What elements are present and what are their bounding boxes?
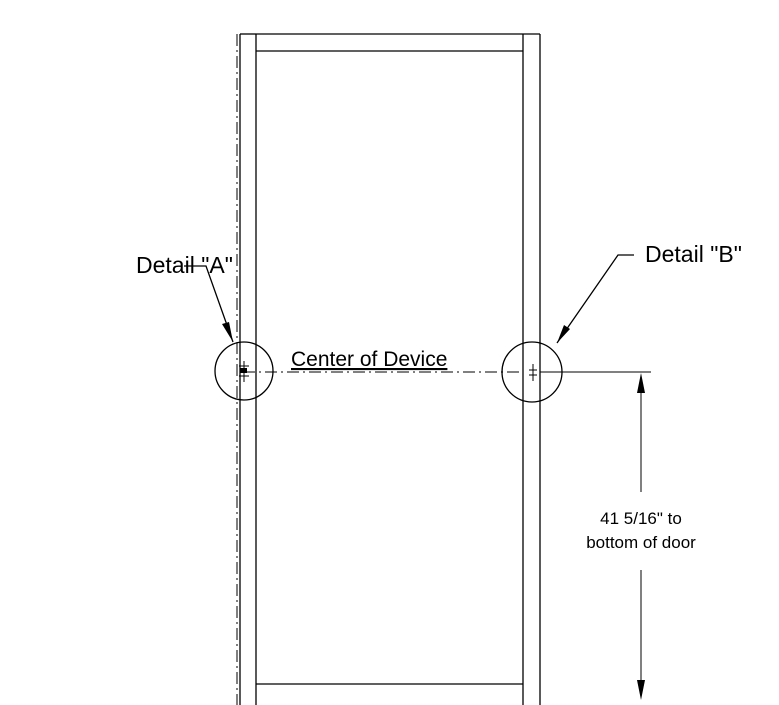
detail-a-label: Detail "A"	[136, 252, 233, 278]
detail-a-circle	[214, 341, 274, 401]
dimension-line	[637, 373, 645, 700]
dimension-arrow-down	[637, 680, 645, 700]
detail-a-leader	[184, 265, 234, 343]
detail-b-leader	[556, 254, 634, 344]
detail-b-circle	[501, 341, 563, 403]
top-rail	[256, 33, 523, 52]
detail-b-label: Detail "B"	[645, 241, 742, 267]
dimension-label-line1: 41 5/16" to	[600, 509, 682, 528]
dimension-label-line2: bottom of door	[586, 533, 696, 552]
right-stile	[522, 33, 541, 705]
dimension-arrow-up	[637, 373, 645, 393]
center-of-device-label: Center of Device	[291, 348, 447, 371]
